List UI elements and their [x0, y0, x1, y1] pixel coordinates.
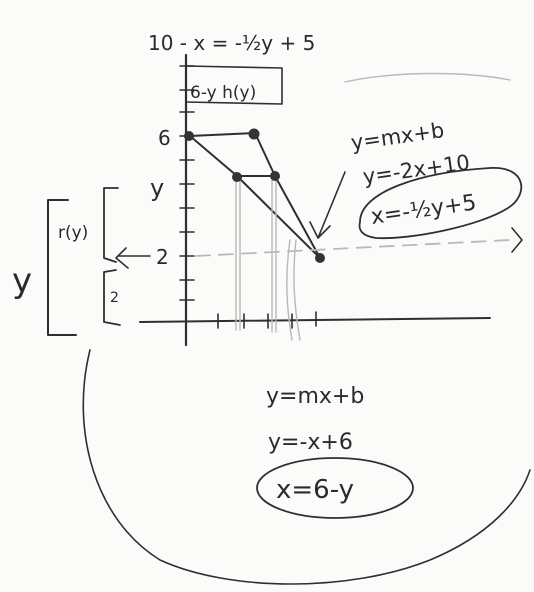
point-4-2 — [315, 253, 325, 263]
hy-box — [185, 65, 283, 105]
point-0-6 — [184, 131, 194, 141]
eq-right-line1: y=mx+b — [349, 118, 445, 155]
eq-bottom-line3: x=6-y — [276, 475, 354, 505]
eq-right-line3: x=-½y+5 — [369, 190, 478, 230]
left-bracket-r-label: r(y) — [58, 223, 88, 243]
faint-region-curve — [344, 72, 511, 83]
left-bracket-2-label: 2 — [110, 290, 119, 306]
top-equation-label: 10 - x = -½y + 5 — [148, 31, 315, 55]
hy-box-label: 6-y h(y) — [190, 83, 256, 103]
left-bracket-big-label: y — [12, 261, 32, 301]
y2-pointer — [115, 247, 151, 269]
x-axis — [139, 317, 491, 323]
eq-right-line2: y=-2x+10 — [361, 150, 471, 189]
pointer-arrow — [309, 171, 346, 239]
dashed-line-arrowhead — [511, 227, 523, 253]
eq-bottom-oval — [256, 457, 414, 519]
dashed-line-y2 — [195, 239, 511, 257]
outer-region-curve — [82, 349, 531, 585]
eq-bottom-line2: y=-x+6 — [268, 430, 353, 455]
x-axis-ticks — [217, 311, 317, 329]
left-bracket-big — [47, 199, 77, 336]
y-tick-y: y — [150, 174, 164, 202]
left-bracket-r — [103, 187, 119, 263]
eq-right-oval — [358, 167, 523, 240]
eq-bottom-line1: y=mx+b — [266, 384, 364, 409]
outer-slant-line — [254, 132, 321, 259]
point-top-right — [248, 128, 260, 140]
left-bracket-2 — [103, 269, 121, 326]
point-outer — [270, 171, 280, 181]
y-tick-2: 2 — [156, 245, 169, 269]
point-inner — [232, 172, 242, 182]
inner-slant-line — [189, 135, 321, 259]
region-top-edge — [189, 132, 256, 137]
y-tick-6: 6 — [158, 126, 171, 150]
